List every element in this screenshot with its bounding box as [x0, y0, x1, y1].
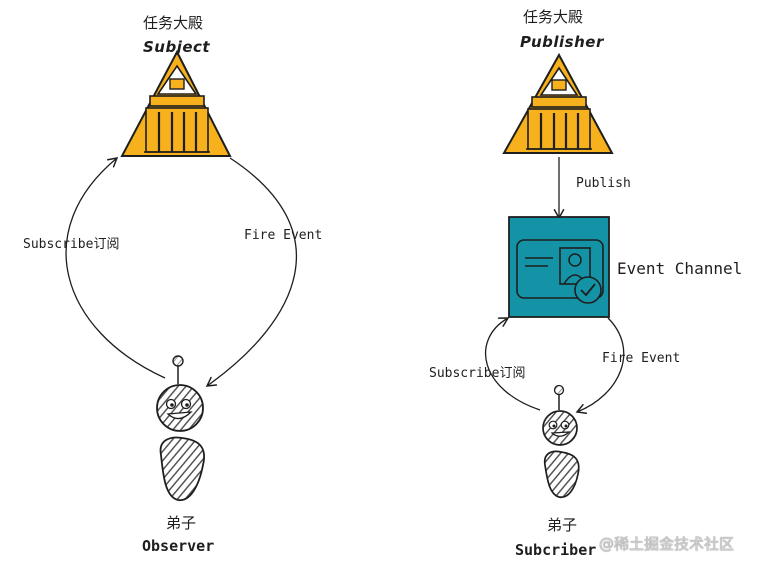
subscribe-label-right: Subscribe订阅: [429, 366, 526, 381]
fire-event-label-right: Fire Event: [602, 351, 681, 366]
subscriber-figure: [542, 384, 580, 499]
subscribe-arrow-right: [484, 317, 541, 411]
publish-label: Publish: [576, 176, 631, 191]
subscriber-label-en: Subcriber: [515, 541, 597, 559]
subscribe-label-left: Subscribe订阅: [23, 237, 120, 252]
publisher-title-en: Publisher: [520, 33, 604, 51]
temple-icon-left: [120, 49, 232, 157]
event-channel-label: Event Channel: [617, 259, 743, 278]
fire-event-arrow-left: [205, 157, 298, 387]
event-channel-icon: [508, 216, 610, 318]
fire-event-label-left: Fire Event: [244, 228, 323, 243]
watermark: @稀土掘金技术社区: [599, 535, 735, 553]
subscribe-arrow-left: [65, 157, 166, 379]
observer-label-en: Observer: [142, 537, 215, 555]
observer-label-cn: 弟子: [166, 514, 197, 532]
subscriber-label-cn: 弟子: [547, 516, 578, 534]
observer-figure: [156, 355, 205, 501]
fire-event-arrow-right: [575, 317, 625, 414]
subject-title-cn: 任务大殿: [143, 14, 204, 32]
publisher-title-cn: 任务大殿: [523, 8, 584, 26]
subject-title-en: Subject: [143, 38, 211, 56]
temple-icon-right: [502, 52, 614, 154]
